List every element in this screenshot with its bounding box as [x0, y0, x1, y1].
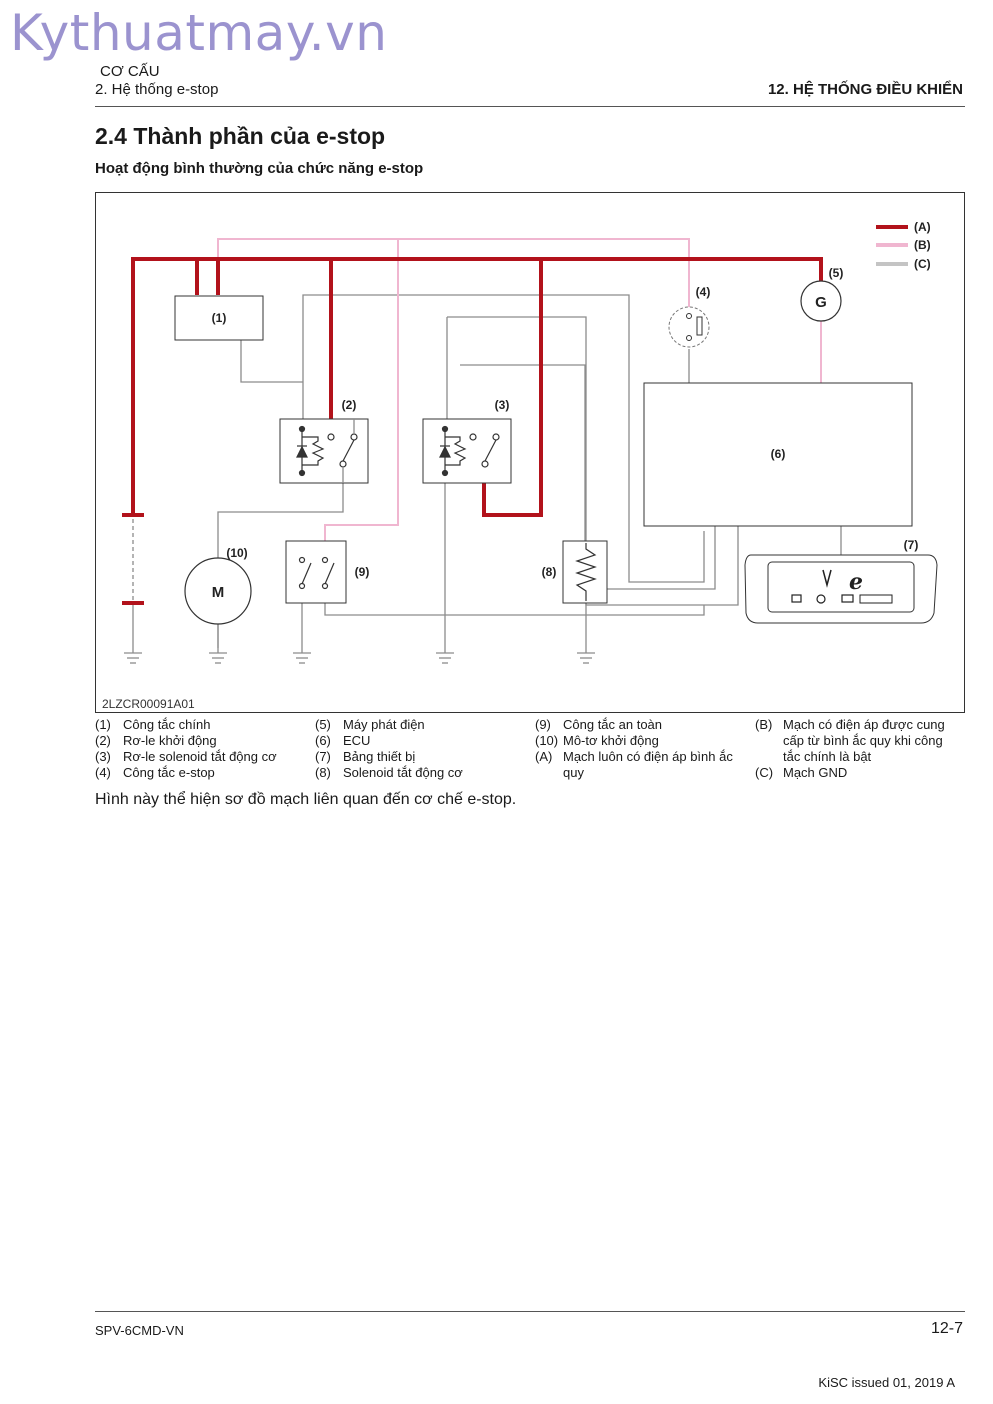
legend-num: (3) — [95, 749, 111, 764]
stop-solenoid-relay-box — [422, 418, 512, 484]
glowplug-icon — [791, 594, 802, 603]
wire-color-key: (A) (B) (C) — [876, 220, 931, 271]
motor-letter: M — [212, 584, 225, 601]
key-label-c: (C) — [914, 257, 931, 271]
legend-num: (C) — [755, 765, 774, 780]
starter-motor-symbol — [184, 557, 252, 625]
label-c9: (9) — [355, 565, 370, 579]
legend-text: Công tắc e-stop — [123, 765, 215, 780]
page-subtitle: Hoạt động bình thường của chức năng e-st… — [95, 160, 424, 177]
figure-legend: (1) Công tắc chính (2) Rơ-le khởi động (3)… — [95, 717, 965, 787]
solenoid-coil-symbol — [575, 543, 597, 601]
ground-symbol-relay3 — [436, 652, 454, 664]
legend-text: Máy phát điện — [343, 717, 425, 732]
ground-symbol-motor — [209, 652, 227, 664]
footer-divider — [95, 1311, 965, 1312]
battery-power-wires — [131, 257, 823, 517]
site-watermark: Kythuatmay.vn — [10, 4, 388, 62]
ground-symbol-solenoid — [577, 652, 595, 664]
legend-text: Solenoid tắt động cơ — [343, 765, 463, 780]
figure-caption: Hình này thể hiện sơ đồ mạch liên quan đ… — [95, 791, 517, 808]
circuit-diagram: (1) (2) (3) (4) — [95, 192, 965, 713]
starter-relay-box — [279, 418, 369, 484]
oil-pressure-icon — [816, 594, 826, 604]
footer-doc-code: SPV-6CMD-VN — [95, 1323, 184, 1338]
label-c4: (4) — [696, 285, 711, 299]
legend-num: (A) — [535, 749, 553, 764]
legend-num: (B) — [755, 717, 773, 732]
legend-text: Công tắc chính — [123, 717, 211, 732]
ground-symbol-relay2 — [293, 652, 311, 664]
legend-num: (6) — [315, 733, 331, 748]
legend-num: (2) — [95, 733, 111, 748]
generator-letter: G — [815, 294, 827, 311]
legend-text: Bảng thiết bị — [343, 749, 416, 764]
header-section: 2. Hệ thống e-stop — [95, 81, 219, 98]
key-label-b: (B) — [914, 238, 931, 252]
label-c5: (5) — [829, 266, 844, 280]
label-c2: (2) — [342, 398, 357, 412]
legend-text: Mạch luôn có điện áp bình ắc quy — [563, 749, 733, 780]
stop-solenoid-box — [562, 540, 608, 604]
hour-meter-display — [859, 594, 893, 604]
legend-num: (10) — [535, 733, 559, 748]
legend-num: (8) — [315, 765, 331, 780]
legend-text: Rơ-le khởi động — [123, 733, 217, 748]
legend-text: Công tắc an toàn — [563, 717, 663, 732]
instrument-panel: e — [744, 554, 938, 624]
label-c7: (7) — [904, 538, 919, 552]
label-c3: (3) — [495, 398, 510, 412]
label-c6: (6) — [771, 447, 786, 461]
header-category: CƠ CẤU — [100, 63, 160, 80]
battery-charge-icon — [841, 594, 854, 603]
switched-power-wires — [217, 238, 822, 543]
estop-switch-internals — [686, 313, 703, 341]
label-c1: (1) — [212, 311, 227, 325]
header-chapter: 12. HỆ THỐNG ĐIỀU KHIỂN — [767, 81, 963, 98]
legend-num: (1) — [95, 717, 111, 732]
legend-num: (4) — [95, 765, 111, 780]
footer-page-number: 12-7 — [930, 1320, 963, 1337]
header-divider — [95, 106, 965, 107]
label-c10: (10) — [226, 546, 247, 560]
legend-text: ECU — [343, 733, 371, 748]
legend-text: Mô-tơ khởi động — [563, 733, 659, 748]
legend-num: (9) — [535, 717, 551, 732]
page-title: 2.4 Thành phần của e-stop — [95, 123, 386, 149]
safety-switch-box — [285, 540, 347, 604]
legend-num: (5) — [315, 717, 331, 732]
generator-symbol — [800, 280, 842, 322]
ground-symbols — [124, 652, 595, 664]
battery-symbol — [122, 511, 144, 611]
legend-text: Mạch GND — [783, 765, 848, 780]
circuit-svg: (1) (2) (3) (4) — [102, 220, 938, 711]
starter-relay-internals — [296, 425, 358, 477]
legend-text: Mạch có điện áp được cung cấp từ bình ắc… — [783, 717, 945, 764]
label-c8: (8) — [542, 565, 557, 579]
footer-issue: KiSC issued 01, 2019 A — [818, 1375, 955, 1390]
panel-e-logo: e — [849, 569, 863, 595]
key-label-a: (A) — [914, 220, 931, 234]
coolant-icon — [822, 569, 832, 588]
legend-text: Rơ-le solenoid tắt động cơ — [123, 749, 277, 764]
safety-switch-internals — [298, 556, 335, 590]
ground-symbol-battery — [124, 652, 142, 664]
stop-relay-internals — [439, 425, 500, 477]
main-switch-box — [174, 295, 264, 341]
ecu-box — [643, 382, 913, 527]
figure-code: 2LZCR00091A01 — [102, 697, 195, 711]
legend-num: (7) — [315, 749, 331, 764]
relay-wires — [342, 419, 355, 483]
